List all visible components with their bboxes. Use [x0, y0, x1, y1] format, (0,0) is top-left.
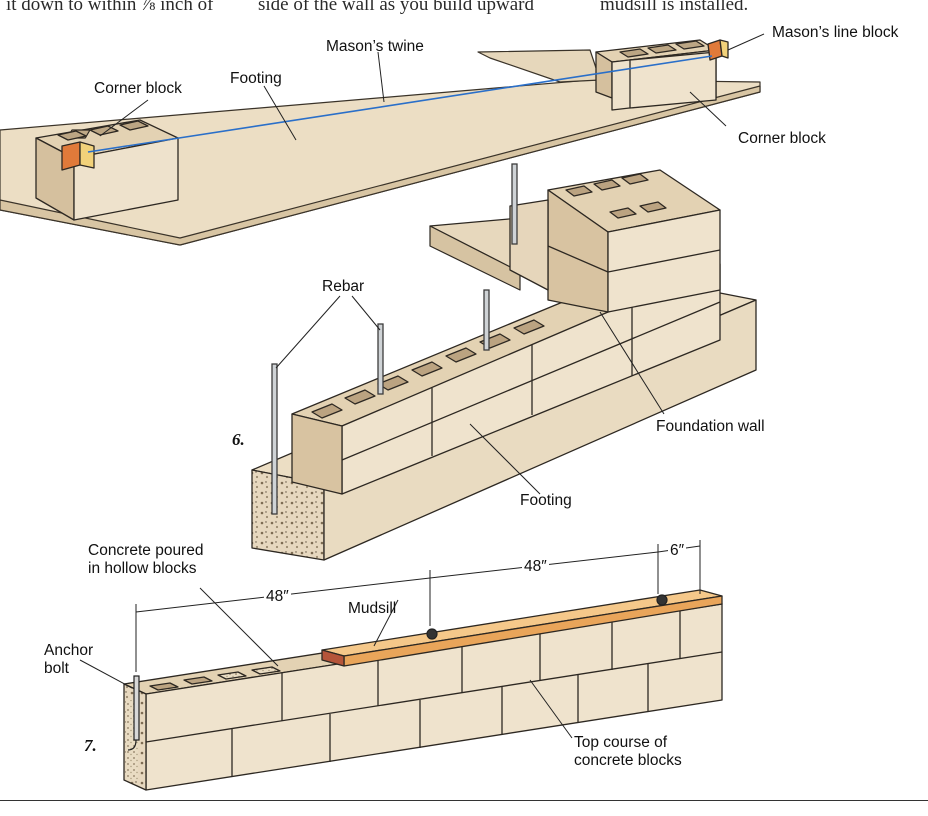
- masons-twine-line: [87, 55, 713, 153]
- dimension-48-left: 48″: [264, 588, 291, 606]
- top-corner-block-right: [595, 39, 729, 111]
- top-corner-block-left: [35, 119, 179, 221]
- page-bottom-rule: [0, 800, 928, 801]
- page-text-fragment-2: side of the wall as you build upward: [258, 0, 534, 15]
- leader-lines: [79, 33, 765, 739]
- label-corner-block-left: Corner block: [94, 80, 182, 97]
- label-rebar: Rebar: [322, 278, 365, 295]
- dimension-48-right: 48″: [522, 558, 549, 576]
- dimension-6: 6″: [668, 542, 687, 560]
- page-text-fragment-1: it down to within ⅞ inch of: [6, 0, 214, 15]
- figure-6-number: 6.: [232, 430, 245, 449]
- label-masons-twine: Mason’s twine: [326, 38, 424, 55]
- fig7-anchor-bolts: [127, 594, 668, 751]
- label-masons-line-block: Mason’s line block: [772, 24, 899, 41]
- label-anchor-bolt: Anchor bolt: [44, 642, 94, 677]
- top-footing-slab: [0, 49, 761, 246]
- page-text-fragment-3: mudsill is installed.: [600, 0, 749, 15]
- label-foundation-wall: Foundation wall: [656, 418, 765, 435]
- label-corner-block-right: Corner block: [738, 130, 826, 147]
- fig6-rebar: [271, 163, 518, 515]
- label-footing-fig6: Footing: [520, 492, 572, 509]
- label-top-course: Top course of concrete blocks: [574, 734, 682, 769]
- figure-7-number: 7.: [84, 736, 97, 755]
- fig6-wall: [291, 169, 721, 495]
- label-footing-top: Footing: [230, 70, 282, 87]
- label-mudsill: Mudsill: [348, 600, 397, 617]
- fig7-mudsill: [321, 589, 723, 667]
- label-concrete-poured: Concrete poured in hollow blocks: [88, 542, 204, 577]
